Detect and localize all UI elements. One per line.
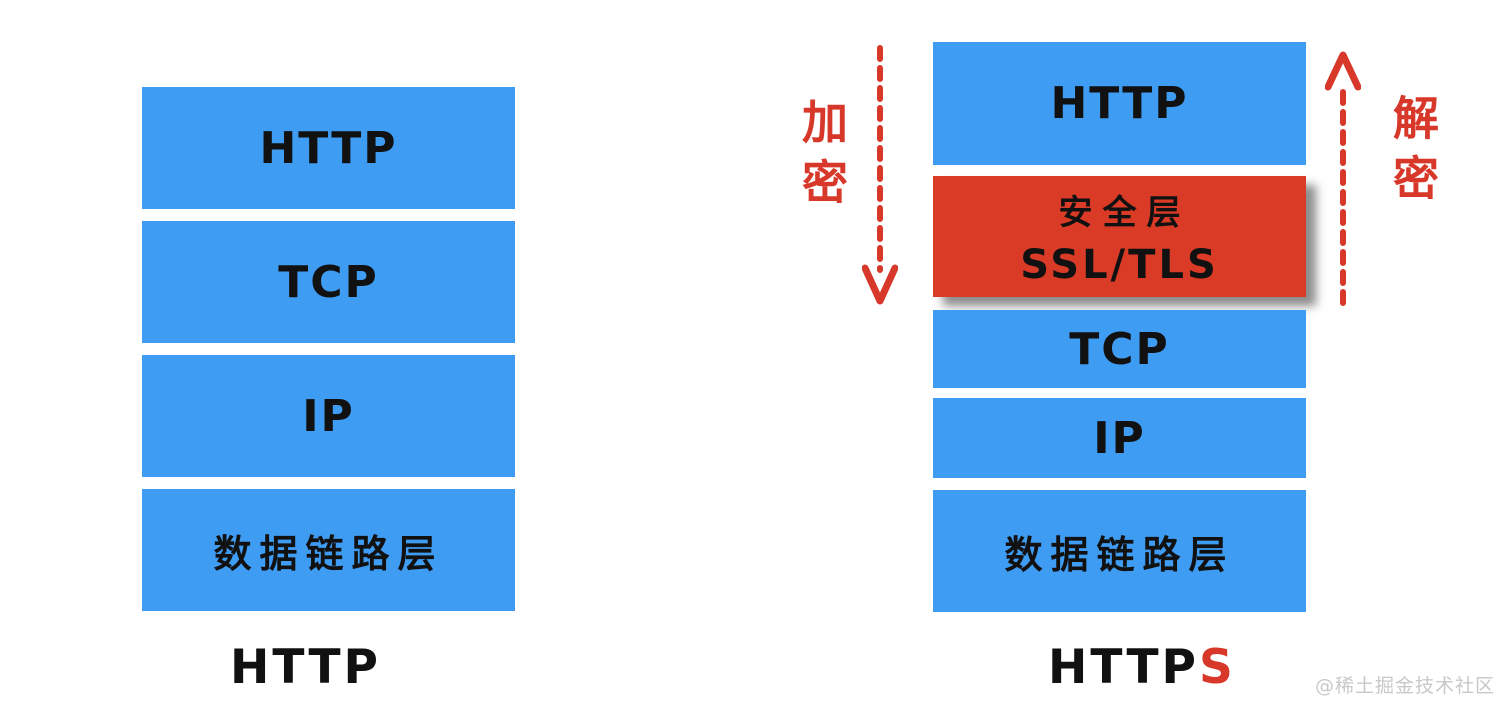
https-stack-layer-ip: IP bbox=[933, 398, 1306, 478]
http-stack: HTTP TCP IP 数据链路层 bbox=[142, 87, 515, 611]
https-stack-caption: HTTPS bbox=[1048, 640, 1236, 695]
https-caption-s-part: S bbox=[1198, 640, 1236, 695]
http-stack-layer-ip: IP bbox=[142, 355, 515, 477]
decrypt-label: 解密 bbox=[1386, 94, 1440, 214]
http-stack-caption: HTTP bbox=[230, 640, 381, 695]
encrypt-down-arrow-icon bbox=[862, 45, 898, 305]
http-stack-layer-http: HTTP bbox=[142, 87, 515, 209]
https-stack-layer-tcp: TCP bbox=[933, 310, 1306, 388]
https-stack-layer-ssl-tls: 安全层 SSL/TLS bbox=[933, 176, 1306, 297]
https-stack: HTTP 安全层 SSL/TLS TCP IP 数据链路层 bbox=[933, 42, 1306, 612]
encrypt-label: 加密 bbox=[795, 98, 849, 218]
http-stack-layer-datalink: 数据链路层 bbox=[142, 489, 515, 611]
decrypt-up-arrow-icon bbox=[1325, 51, 1361, 311]
https-stack-layer-http: HTTP bbox=[933, 42, 1306, 165]
https-stack-layer-datalink: 数据链路层 bbox=[933, 490, 1306, 612]
watermark: @稀土掘金技术社区 bbox=[1315, 675, 1496, 697]
security-layer-label: 安全层 bbox=[1058, 193, 1191, 233]
https-caption-http-part: HTTP bbox=[1048, 640, 1199, 695]
ssl-tls-label: SSL/TLS bbox=[1020, 242, 1219, 288]
http-stack-layer-tcp: TCP bbox=[142, 221, 515, 343]
